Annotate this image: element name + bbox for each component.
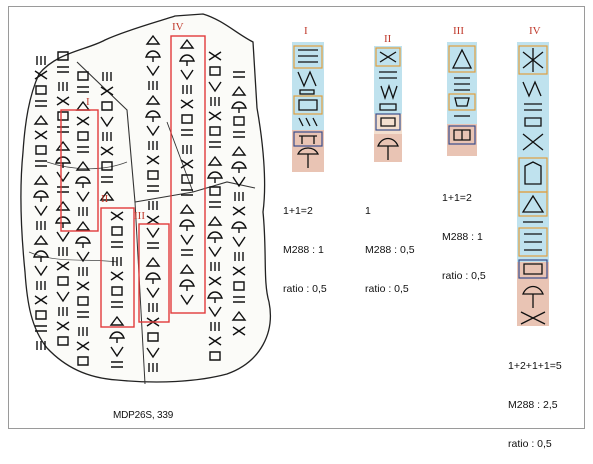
- column-label-ii: II: [384, 33, 391, 45]
- caption-i: 1+1=2 M288 : 1 ratio : 0,5: [283, 179, 327, 309]
- tablet-label-ii: II: [101, 193, 108, 205]
- caption-ii: 1 M288 : 0,5 ratio : 0,5: [365, 179, 415, 309]
- caption-iii-line-3: ratio : 0,5: [442, 270, 486, 283]
- caption-iv: 1+2+1+1=5 M288 : 2,5 ratio : 0,5: [508, 334, 562, 464]
- caption-iv-line-3: ratio : 0,5: [508, 438, 562, 451]
- tablet-label-iii: III: [134, 210, 145, 222]
- caption-ii-line-1: 1: [365, 205, 415, 218]
- source-label: MDP26S, 339: [113, 410, 173, 421]
- column-label-i: I: [304, 25, 308, 37]
- strip-iv: [515, 42, 551, 328]
- tablet-label-i: I: [86, 96, 90, 108]
- column-label-iv: IV: [529, 25, 541, 37]
- caption-i-line-1: 1+1=2: [283, 205, 327, 218]
- tablet-label-iv: IV: [172, 21, 184, 33]
- caption-i-line-3: ratio : 0,5: [283, 283, 327, 296]
- caption-iv-line-1: 1+2+1+1=5: [508, 360, 562, 373]
- caption-ii-line-2: M288 : 0,5: [365, 244, 415, 257]
- strip-i: [290, 42, 326, 174]
- caption-iii-line-2: M288 : 1: [442, 231, 486, 244]
- column-label-iii: III: [453, 25, 464, 37]
- caption-ii-line-3: ratio : 0,5: [365, 283, 415, 296]
- strip-ii: [372, 46, 404, 164]
- caption-iii-line-1: 1+1=2: [442, 192, 486, 205]
- strip-iii: [445, 42, 479, 158]
- caption-iii: 1+1=2 M288 : 1 ratio : 0,5: [442, 166, 486, 296]
- caption-i-line-2: M288 : 1: [283, 244, 327, 257]
- caption-iv-line-2: M288 : 2,5: [508, 399, 562, 412]
- tablet-sign-mark: [37, 56, 45, 65]
- tablet-drawing: [17, 12, 277, 384]
